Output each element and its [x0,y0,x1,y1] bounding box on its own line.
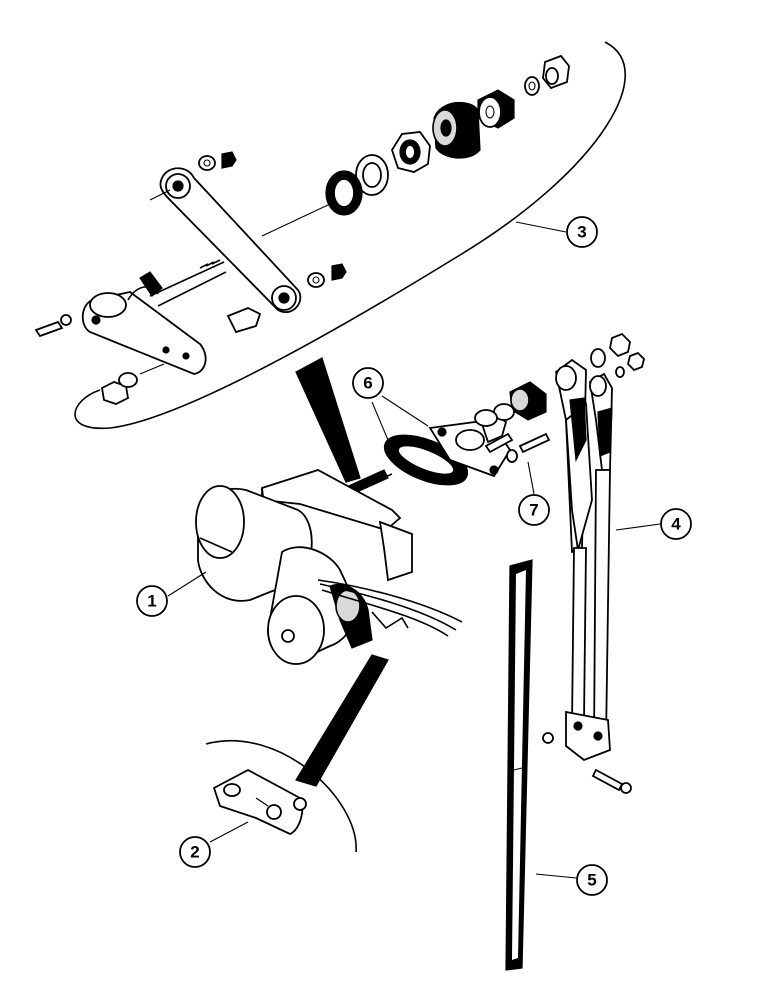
hex-nut [391,131,431,173]
lower-bracket [205,739,357,853]
windshield-panel-outline [74,41,626,430]
acorn-nut [542,54,570,90]
linkage-strip-upper [295,357,361,483]
wiper-blade [505,559,533,971]
callout-4-label: 4 [671,515,681,534]
black-bushing [432,101,481,159]
wiper-motor [195,469,463,665]
callout-1-label: 1 [147,592,156,611]
callout-2: 2 [179,836,211,868]
callout-1: 1 [136,585,168,617]
callout-3-label: 3 [577,223,586,242]
mounting-plate-assembly [343,381,551,497]
pivot-hardware-row [325,54,570,216]
callout-5-label: 5 [587,871,596,890]
callout-7-label: 7 [529,501,538,520]
callout-3: 3 [566,216,598,248]
callout-7: 7 [518,494,550,526]
leader-lines [167,221,661,879]
linkage-strip-lower [295,654,389,787]
callout-4: 4 [660,508,692,540]
wiper-arm-assembly [542,332,645,794]
callout-5: 5 [576,864,608,896]
callout-6: 6 [352,367,384,399]
small-washer [524,76,540,96]
callout-2-label: 2 [190,843,199,862]
callout-6-label: 6 [363,374,372,393]
pivot-bracket [34,259,262,405]
knurled-cap [477,89,515,129]
pivot-link-arm [149,151,347,313]
